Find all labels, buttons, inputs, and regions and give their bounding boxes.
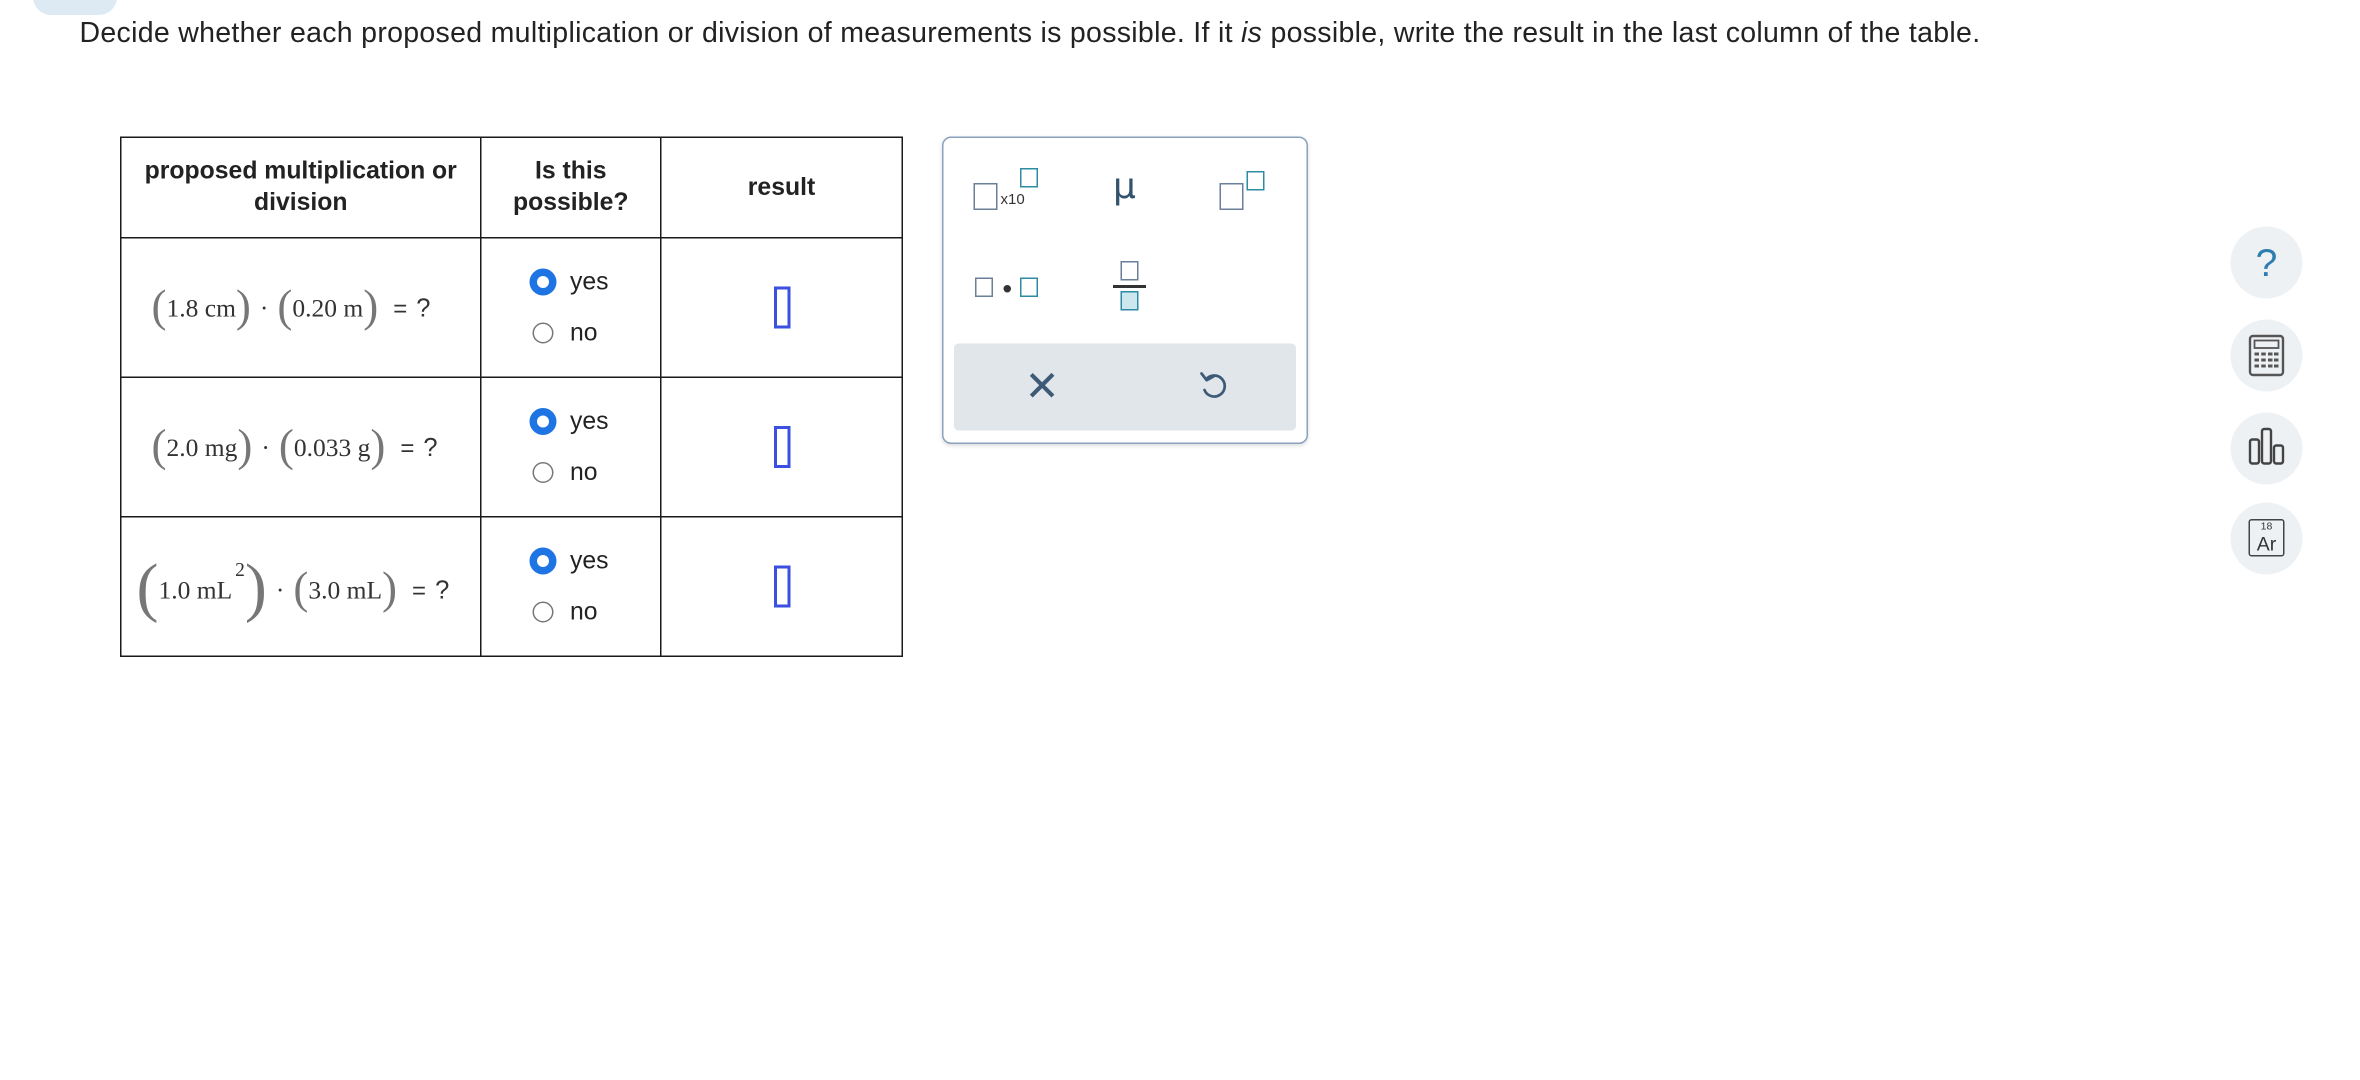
fraction-bar-icon bbox=[1113, 285, 1146, 288]
radio-option-yes[interactable]: yes bbox=[529, 257, 661, 308]
exponent-placeholder-icon bbox=[1020, 168, 1038, 188]
math-palette: x10 μ ✕ bbox=[942, 136, 1308, 444]
radio-empty-icon[interactable] bbox=[532, 601, 554, 623]
expression-cell: (1.0 mL2)·(3.0 mL)=? bbox=[120, 516, 482, 657]
header-proposed: proposed multiplication or division bbox=[120, 136, 482, 239]
base-placeholder-icon bbox=[1219, 183, 1244, 210]
result-input[interactable] bbox=[773, 426, 790, 468]
expression: (2.0 mg)·(0.033 g)=? bbox=[151, 421, 438, 472]
element-tile: 18 Ar bbox=[2248, 519, 2285, 557]
possible-cell: yes no bbox=[480, 516, 662, 657]
instructions-text-1: Decide whether each proposed multiplicat… bbox=[79, 18, 1242, 50]
table-row: (2.0 mg)·(0.033 g)=? yes no bbox=[120, 376, 903, 518]
radio-selected-icon[interactable] bbox=[529, 408, 557, 435]
element-symbol: Ar bbox=[2256, 532, 2277, 555]
calculator-glyph bbox=[2248, 334, 2285, 377]
expression-cell: (2.0 mg)·(0.033 g)=? bbox=[120, 376, 482, 518]
result-cell bbox=[660, 237, 903, 378]
dot-icon bbox=[1003, 285, 1011, 293]
instructions-emphasis: is bbox=[1241, 18, 1263, 50]
expression: (1.8 cm)·(0.20 m)=? bbox=[151, 282, 431, 332]
placeholder-icon bbox=[975, 277, 993, 297]
instructions: Decide whether each proposed multiplicat… bbox=[80, 15, 2150, 53]
periodic-table-icon[interactable]: 18 Ar bbox=[2230, 502, 2303, 575]
calculator-icon[interactable] bbox=[2230, 319, 2303, 392]
numerator-placeholder-icon bbox=[1120, 261, 1139, 281]
expression: (1.0 mL2)·(3.0 mL)=? bbox=[136, 549, 450, 624]
denominator-placeholder-icon bbox=[1120, 291, 1139, 311]
atomic-number: 18 bbox=[2260, 522, 2273, 533]
instructions-text-2: possible, write the result in the last c… bbox=[1262, 18, 1981, 50]
fraction-button[interactable] bbox=[1100, 255, 1160, 318]
possible-cell: yes no bbox=[480, 376, 662, 518]
multiply-dot-button[interactable] bbox=[965, 264, 1043, 315]
result-cell bbox=[660, 376, 903, 518]
x10-label: x10 bbox=[1000, 192, 1025, 209]
result-cell bbox=[660, 516, 903, 657]
placeholder-icon bbox=[1020, 277, 1038, 297]
mu-icon: μ bbox=[1113, 165, 1136, 207]
radio-option-no[interactable]: no bbox=[532, 447, 661, 498]
top-tab[interactable] bbox=[33, 0, 117, 15]
possible-cell: yes no bbox=[480, 237, 662, 378]
superscript-button[interactable] bbox=[1208, 165, 1268, 216]
expression-cell: (1.8 cm)·(0.20 m)=? bbox=[120, 237, 482, 378]
result-input[interactable] bbox=[773, 565, 790, 608]
exponent-placeholder-icon bbox=[1246, 171, 1265, 191]
radio-option-yes[interactable]: yes bbox=[529, 396, 661, 447]
radio-option-yes[interactable]: yes bbox=[529, 536, 661, 587]
radio-option-no[interactable]: no bbox=[532, 587, 661, 638]
table-row: (1.0 mL2)·(3.0 mL)=? yes no bbox=[120, 516, 903, 657]
placeholder-icon bbox=[973, 183, 998, 210]
help-icon[interactable]: ? bbox=[2230, 226, 2303, 299]
result-input[interactable] bbox=[773, 286, 790, 329]
bar-chart-glyph bbox=[2248, 427, 2285, 465]
radio-selected-icon[interactable] bbox=[529, 268, 557, 296]
header-possible: Is this possible? bbox=[480, 136, 662, 239]
table-row: (1.8 cm)·(0.20 m)=? yes no bbox=[120, 237, 903, 378]
palette-tray: ✕ bbox=[954, 343, 1296, 431]
radio-option-no[interactable]: no bbox=[532, 308, 661, 359]
undo-icon[interactable] bbox=[1197, 369, 1230, 402]
radio-selected-icon[interactable] bbox=[529, 547, 557, 575]
mu-button[interactable]: μ bbox=[1100, 165, 1160, 216]
question-table: proposed multiplication or division Is t… bbox=[120, 136, 903, 657]
data-chart-icon[interactable] bbox=[2230, 412, 2303, 485]
header-result: result bbox=[660, 136, 903, 239]
table-header-row: proposed multiplication or division Is t… bbox=[120, 136, 903, 239]
radio-empty-icon[interactable] bbox=[532, 462, 554, 483]
scientific-notation-button[interactable]: x10 bbox=[965, 165, 1043, 216]
radio-empty-icon[interactable] bbox=[532, 322, 554, 344]
clear-icon[interactable]: ✕ bbox=[1024, 361, 1060, 412]
